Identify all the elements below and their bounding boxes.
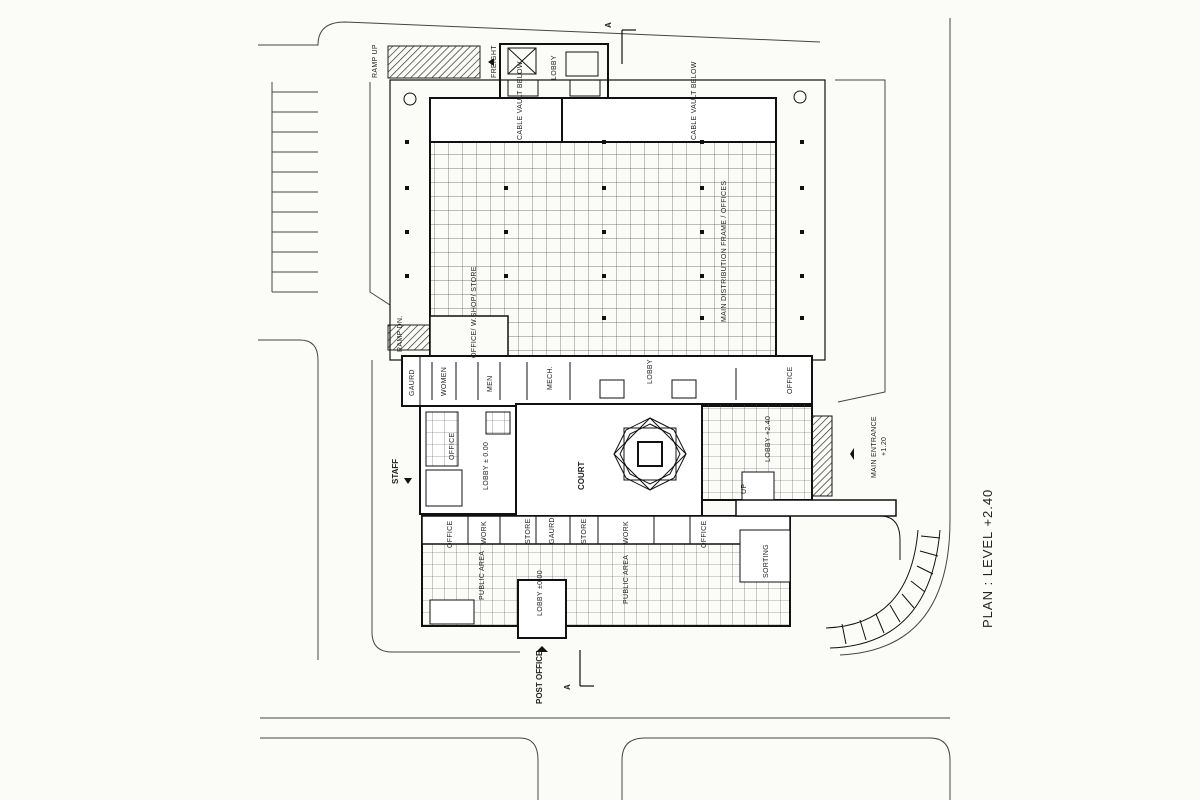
freight-arrow — [488, 58, 494, 66]
court — [515, 403, 703, 517]
label-public-area-1: PUBLIC AREA — [479, 551, 486, 600]
structural-columns — [405, 140, 804, 320]
section-marker-bottom — [579, 650, 594, 687]
post-office-block — [421, 515, 791, 639]
main-entrance-arrow — [850, 448, 854, 460]
label-main-entrance: MAIN ENTRANCE — [871, 416, 878, 478]
label-gaurd-left: GAURD — [409, 369, 416, 396]
label-work-2: WORK — [623, 521, 630, 544]
staff-lobby-block — [419, 405, 517, 515]
section-label-top: A — [604, 22, 613, 28]
label-freight: FREIGHT — [491, 45, 498, 78]
label-men: MEN — [487, 376, 494, 392]
label-office-right: OFFICE — [787, 367, 794, 394]
label-cable-left: CABLE VAULT BELOW — [517, 61, 524, 140]
section-label-bottom: A — [563, 684, 572, 690]
label-lobby-center: LOBBY — [647, 359, 654, 384]
label-office-b2: OFFICE — [701, 521, 708, 548]
label-work-1: WORK — [481, 521, 488, 544]
label-staff: STAFF — [391, 459, 400, 484]
label-court: COURT — [577, 461, 586, 490]
curved-stair — [735, 499, 941, 649]
section-marker-top — [621, 29, 636, 64]
label-office-wshop: OFFICE/ W.SHOP/ STORE — [471, 266, 478, 358]
post-office-arrow — [536, 646, 548, 652]
label-store-2: STORE — [581, 518, 588, 544]
label-mech: MECH. — [547, 366, 554, 390]
label-public-area-2: PUBLIC AREA — [623, 555, 630, 604]
label-office-b1: OFFICE — [447, 521, 454, 548]
site-context — [258, 18, 951, 800]
cable-vault-band — [429, 97, 777, 143]
label-store-1: STORE — [525, 518, 532, 544]
label-cable-right: CABLE VAULT BELOW — [691, 61, 698, 140]
court-fountain — [613, 417, 687, 491]
service-band — [401, 355, 813, 407]
label-up: UP — [741, 484, 748, 494]
label-sorting: SORTING — [763, 544, 770, 578]
label-main-distribution: MAIN DISTRIBUTION FRAME / OFFICES — [721, 181, 728, 322]
label-gaurd-2: GAURD — [549, 517, 556, 544]
label-women: WOMEN — [441, 367, 448, 396]
label-ramp-dn: RAMP DN. — [397, 316, 404, 353]
lobby-240-block — [701, 403, 833, 501]
parking-stalls — [271, 82, 318, 293]
ramp-dn-hatch — [387, 324, 433, 351]
label-lobby-000: LOBBY ± 0.00 — [483, 442, 490, 490]
label-main-entrance-level: +1.20 — [881, 437, 888, 456]
label-lobby-2000: LOBBY ±0.00 — [537, 570, 544, 616]
label-lobby-240: LOBBY +2.40 — [765, 416, 772, 462]
label-lobby-top: LOBBY — [551, 55, 558, 80]
label-ramp-up: RAMP UP — [372, 44, 379, 78]
ramp-up-hatch — [387, 45, 481, 79]
plan-title: PLAN : LEVEL +2.40 — [980, 489, 995, 628]
room-labels: RAMP UP FREIGHT LOBBY CABLE VAULT BELOW … — [372, 44, 888, 704]
staff-arrow — [404, 478, 412, 484]
label-office-small: OFFICE — [449, 433, 456, 460]
label-post-office: POST OFFICE — [535, 650, 544, 704]
